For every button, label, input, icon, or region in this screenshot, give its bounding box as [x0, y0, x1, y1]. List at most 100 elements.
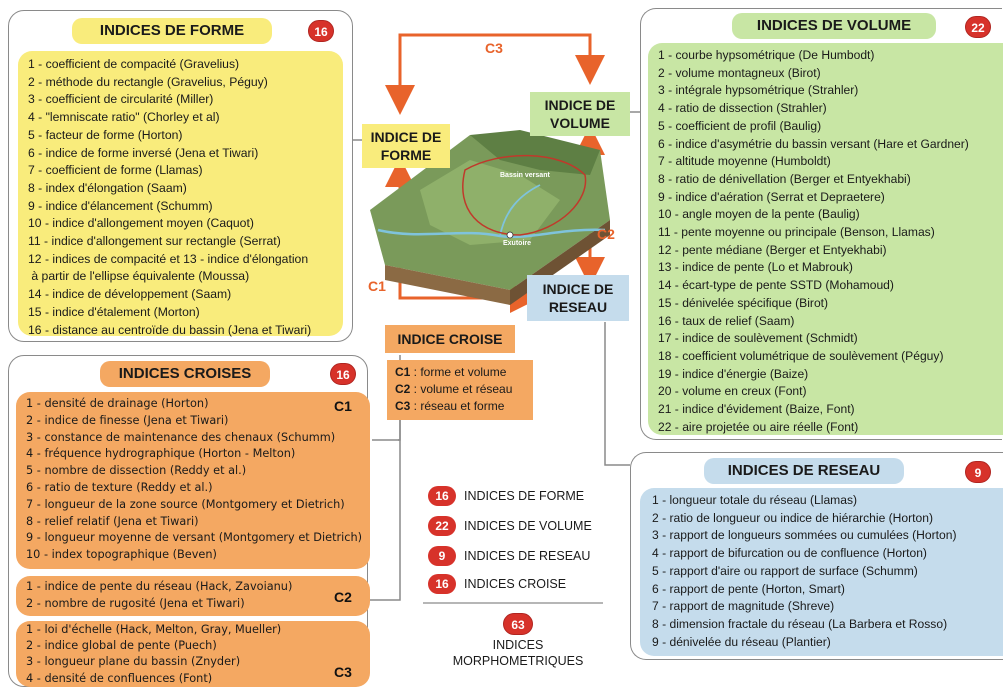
forme-title: INDICES DE FORME — [72, 18, 272, 44]
list-item: 10 - index topographique (Beven) — [26, 548, 217, 562]
legend-row-reseau: 9 INDICES DE RESEAU — [428, 546, 590, 566]
croise-to-c2 — [370, 412, 401, 601]
reseau-connector — [604, 322, 630, 466]
legend-row-croise: 16 INDICES CROISE — [428, 574, 566, 594]
list-item: 1 - coefficient de compacité (Gravelius) — [28, 57, 240, 71]
legend-row-forme: 16 INDICES DE FORME — [428, 486, 584, 506]
list-item: 15 - indice d'étalement (Morton) — [28, 304, 200, 319]
list-item: 4 - fréquence hydrographique (Horton - M… — [26, 447, 296, 461]
volume-count-badge: 22 — [965, 16, 991, 38]
list-item: 11 - indice d'allongement sur rectangle … — [28, 234, 281, 249]
legend-label: INDICES DE FORME — [464, 489, 585, 503]
list-item: 2 - méthode du rectangle (Gravelius, Pég… — [28, 74, 268, 89]
list-item: 3 - intégrale hypsométrique (Strahler) — [658, 83, 859, 98]
total-label-line1: INDICES — [492, 638, 544, 652]
list-item: 18 - coefficient volumétrique de soulève… — [658, 348, 944, 363]
list-item: 6 - rapport de pente (Horton, Smart) — [652, 581, 845, 596]
list-item: 13 - indice de pente (Lo et Mabrouk) — [658, 260, 853, 275]
legend-row-volume: 22 INDICES DE VOLUME — [428, 516, 592, 536]
c1-label: C1 — [368, 278, 386, 294]
list-item: 2 - volume montagneux (Birot) — [658, 65, 821, 80]
list-item: 12 - pente médiane (Berger et Entyekhabi… — [658, 242, 887, 257]
legend-badge: 16 — [428, 574, 456, 594]
list-item: 3 - coefficient de circularité (Miller) — [28, 92, 214, 107]
list-item: 2 - indice global de pente (Puech) — [26, 639, 217, 653]
list-item: 4 - ratio de dissection (Strahler) — [658, 101, 827, 116]
bassin-versant-label: Bassin versant — [500, 172, 550, 179]
list-item: 10 - angle moyen de la pente (Baulig) — [658, 207, 860, 222]
legend-label: INDICES DE VOLUME — [464, 519, 592, 533]
list-item: 2 - nombre de rugosité (Jena et Tiwari) — [26, 596, 245, 610]
list-item: 6 - ratio de texture (Reddy et al.) — [26, 480, 213, 494]
reseau-title: INDICES DE RESEAU — [704, 458, 904, 484]
definition-c1: C1 : forme et volume — [395, 365, 507, 379]
list-item: 5 - rapport d'aire ou rapport de surface… — [652, 563, 918, 578]
croises-count-badge: 16 — [330, 363, 356, 385]
list-item: 14 - indice de développement (Saam) — [28, 287, 232, 302]
list-item: 15 - dénivelée spécifique (Birot) — [658, 295, 829, 310]
forme-list: 1 - coefficient de compacité (Gravelius)… — [18, 51, 343, 337]
list-item: 22 - aire projetée ou aire réelle (Font) — [658, 419, 859, 434]
legend-badge: 22 — [428, 516, 456, 536]
legend-badge: 16 — [428, 486, 456, 506]
list-item: 3 - rapport de longueurs sommées ou cumu… — [652, 528, 957, 543]
definitions-box: C1 : forme et volume C2 : volume et rése… — [387, 360, 533, 420]
list-item: 3 - longueur plane du bassin (Znyder) — [26, 655, 241, 669]
list-item: à partir de l'ellipse équivalente (Mouss… — [28, 269, 250, 284]
croises-title: INDICES CROISES — [100, 361, 270, 387]
list-item: 9 - indice d'aération (Serrat et Depraet… — [658, 189, 885, 204]
list-item: 7 - coefficient de forme (Llamas) — [28, 163, 203, 178]
list-item: 1 - courbe hypsométrique (De Humbodt) — [658, 48, 875, 62]
list-item: 7 - longueur de la zone source (Montgome… — [26, 497, 345, 511]
list-item: 21 - indice d'évidement (Baize, Font) — [658, 402, 855, 417]
list-item: 2 - ratio de longueur ou indice de hiéra… — [652, 510, 934, 525]
croises-c1-label: C1 — [334, 398, 352, 414]
volume-list: 1 - courbe hypsométrique (De Humbodt) 2 … — [648, 43, 1003, 435]
list-item: 16 - distance au centroïde du bassin (Je… — [28, 322, 312, 337]
reseau-list: 1 - longueur totale du réseau (Llamas) 2… — [640, 488, 1003, 656]
croises-c3-list: 1 - loi d'échelle (Hack, Melton, Gray, M… — [16, 621, 370, 687]
list-item: 1 - densité de drainage (Horton) — [26, 397, 209, 410]
list-item: 6 - indice d'asymétrie du bassin versant… — [658, 136, 969, 151]
list-item: 9 - longueur moyenne de versant (Montgom… — [26, 531, 363, 545]
definition-c3: C3 : réseau et forme — [395, 399, 505, 413]
list-item: 2 - indice de finesse (Jena et Tiwari) — [26, 413, 229, 427]
list-item: 11 - pente moyenne ou principale (Benson… — [658, 225, 935, 240]
list-item: 14 - écart-type de pente SSTD (Mohamoud) — [658, 278, 894, 293]
indice-croise-box: INDICE CROISE — [385, 325, 515, 353]
croises-c3-label: C3 — [334, 664, 352, 680]
list-item: 12 - indices de compacité et 13 - indice… — [28, 251, 309, 266]
list-item: 8 - index d'élongation (Saam) — [28, 180, 187, 195]
list-item: 8 - dimension fractale du réseau (La Bar… — [652, 616, 948, 631]
total-label-line2: MORPHOMETRIQUES — [452, 654, 584, 668]
list-item: 4 - "lemniscate ratio" (Chorley et al) — [28, 110, 220, 125]
list-item: 5 - facteur de forme (Horton) — [28, 127, 183, 142]
list-item: 1 - indice de pente du réseau (Hack, Zav… — [26, 580, 293, 593]
list-item: 8 - relief relatif (Jena et Tiwari) — [26, 514, 199, 528]
croises-c2-label: C2 — [334, 589, 352, 605]
list-item: 4 - densité de confluences (Font) — [26, 671, 213, 685]
list-item: 3 - constance de maintenance des chenaux… — [26, 430, 336, 444]
list-item: 7 - rapport de magnitude (Shreve) — [652, 599, 835, 614]
croises-c1-list: 1 - densité de drainage (Horton) 2 - ind… — [16, 392, 370, 569]
reseau-count-badge: 9 — [965, 461, 991, 483]
list-item: 4 - rapport de bifurcation ou de conflue… — [652, 546, 927, 561]
forme-count-badge: 16 — [308, 20, 334, 42]
total-badge: 63 — [503, 613, 533, 635]
list-item: 10 - indice d'allongement moyen (Caquot) — [28, 216, 254, 231]
legend-label: INDICES CROISE — [464, 577, 567, 591]
c2-label: C2 — [597, 226, 615, 242]
list-item: 1 - longueur totale du réseau (Llamas) — [652, 493, 858, 507]
list-item: 9 - indice d'élancement (Schumm) — [28, 198, 213, 213]
list-item: 8 - ratio de dénivellation (Berger et En… — [658, 171, 911, 186]
list-item: 16 - taux de relief (Saam) — [658, 313, 795, 328]
list-item: 5 - coefficient de profil (Baulig) — [658, 118, 822, 133]
exutoire-label: Exutoire — [503, 240, 532, 247]
legend-label: INDICES DE RESEAU — [464, 549, 591, 563]
list-item: 20 - volume en creux (Font) — [658, 384, 807, 399]
list-item: 5 - nombre de dissection (Reddy et al.) — [26, 464, 247, 478]
list-item: 1 - loi d'échelle (Hack, Melton, Gray, M… — [26, 623, 282, 636]
volume-title: INDICES DE VOLUME — [732, 13, 936, 39]
list-item: 17 - indice de soulèvement (Schmidt) — [658, 331, 858, 346]
list-item: 7 - altitude moyenne (Humboldt) — [658, 154, 831, 169]
